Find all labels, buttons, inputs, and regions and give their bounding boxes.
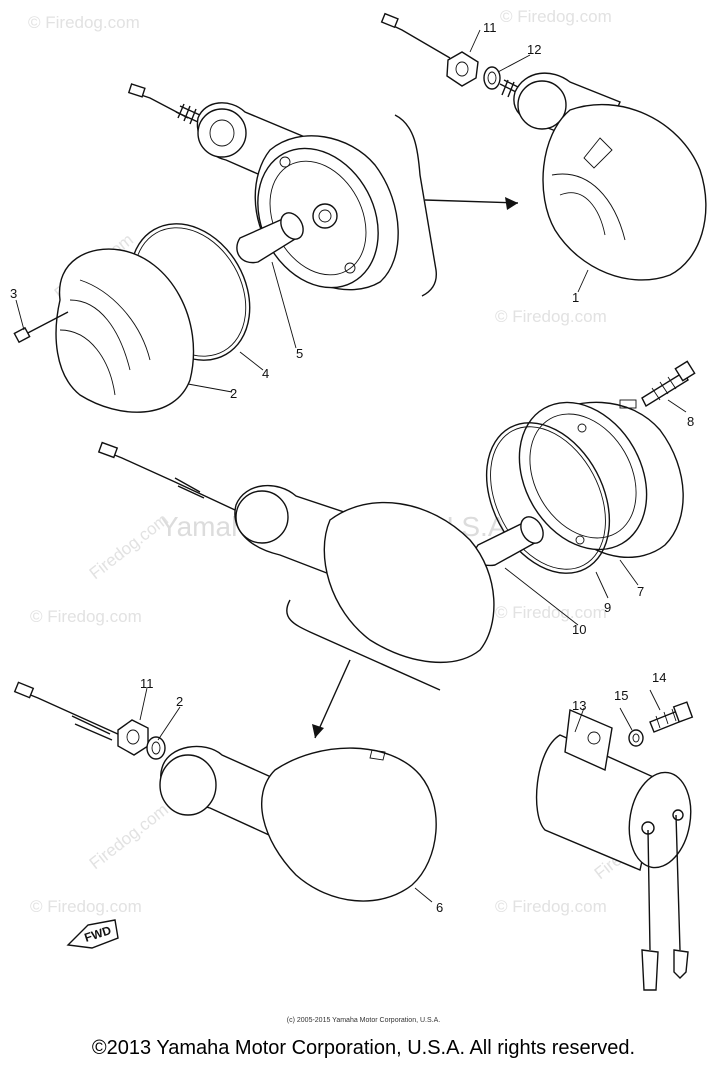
exploded-flasher-assembly (13, 83, 519, 413)
part-number-9: 9 (604, 600, 611, 615)
watermark-site: © Firedog.com (30, 607, 142, 626)
watermark-site-diagonal: Firedog.com (86, 800, 172, 873)
watermark-site: © Firedog.com (28, 13, 140, 32)
part-number-14: 14 (652, 670, 666, 685)
part-number-11-lower: 11 (140, 676, 154, 691)
watermark-site: © Firedog.com (30, 897, 142, 916)
part-number-2-lower: 2 (176, 694, 183, 709)
part-number-13: 13 (572, 698, 586, 713)
part-number-7: 7 (637, 584, 644, 599)
part-number-15: 15 (614, 688, 628, 703)
part-number-11: 11 (483, 20, 497, 35)
part-number-5: 5 (296, 346, 303, 361)
part-number-2: 2 (230, 386, 237, 401)
watermark-site: © Firedog.com (495, 307, 607, 326)
part-number-8: 8 (687, 414, 694, 429)
diagram-copyright-small: (c) 2005-2015 Yamaha Motor Corporation, … (286, 1017, 441, 1024)
watermark-site: © Firedog.com (495, 603, 607, 622)
part-number-6: 6 (436, 900, 443, 915)
watermark-site-diagonal: Firedog.com (86, 510, 172, 583)
watermark-site: © Firedog.com (495, 897, 607, 916)
watermark-site: © Firedog.com (500, 7, 612, 26)
part-number-1: 1 (572, 290, 579, 305)
assembled-flasher-left (13, 681, 437, 903)
part-number-4: 4 (262, 366, 269, 381)
flasher-relay (535, 689, 694, 991)
forward-direction-indicator: FWD (66, 919, 119, 949)
part-number-10: 10 (572, 622, 586, 637)
part-number-3: 3 (10, 286, 17, 301)
assembled-flasher-right (380, 12, 707, 293)
part-number-12: 12 (527, 42, 541, 57)
part-number-labels: 11 12 3 2 4 5 1 8 7 9 10 11 2 13 15 14 6 (10, 20, 694, 915)
exploded-middle-assembly (97, 360, 696, 739)
copyright-notice: ©2013 Yamaha Motor Corporation, U.S.A. A… (91, 1037, 636, 1059)
